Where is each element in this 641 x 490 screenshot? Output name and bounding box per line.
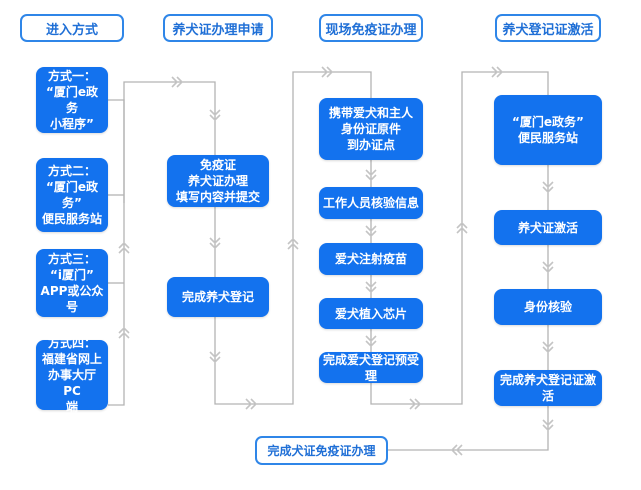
connector-line	[108, 99, 125, 406]
header-license-application: 养犬证办理申请	[163, 14, 273, 42]
connector-line	[388, 406, 549, 451]
header-entry-methods: 进入方式	[20, 14, 124, 42]
onsite-vaccination[interactable]: 爱犬注射疫苗	[319, 243, 423, 275]
activate-identity-check[interactable]: 身份核验	[494, 289, 602, 325]
onsite-bring-dog-and-id[interactable]: 携带爱犬和主人 身份证原件 到办证点	[319, 98, 423, 160]
activate-license[interactable]: 养犬证激活	[494, 210, 602, 245]
chevron-down-icon	[365, 225, 377, 238]
onsite-staff-verify[interactable]: 工作人员核验信息	[319, 187, 423, 219]
chevron-down-icon	[542, 261, 554, 274]
chevron-down-icon	[365, 335, 377, 348]
chevron-down-icon	[209, 237, 221, 250]
final-completion: 完成犬证免疫证办理	[255, 436, 388, 465]
onsite-preregistration[interactable]: 完成爱犬登记预受理	[319, 352, 423, 383]
chevron-up-icon	[118, 241, 130, 254]
connector-line	[123, 81, 216, 203]
chevron-down-icon	[209, 109, 221, 122]
connector-line	[370, 71, 549, 405]
activate-service-station[interactable]: “厦门e政务” 便民服务站	[494, 95, 602, 165]
chevron-up-icon	[287, 237, 299, 250]
chevron-down-icon	[542, 181, 554, 194]
chevron-right-icon	[171, 76, 184, 88]
method-pc-portal[interactable]: 方式四： 福建省网上 办事大厅PC 端	[36, 336, 108, 414]
chevron-right-icon	[409, 398, 422, 410]
chevron-right-icon	[245, 398, 258, 410]
chevron-up-icon	[118, 326, 130, 339]
apply-fill-form[interactable]: 免疫证 养犬证办理 填写内容并提交	[167, 155, 269, 207]
chevron-right-icon	[491, 66, 504, 78]
method-ixiamen-app[interactable]: 方式三： “i厦门” APP或公众 号	[36, 249, 108, 317]
chevron-left-icon	[450, 444, 463, 456]
chevron-right-icon	[321, 66, 334, 78]
chevron-down-icon	[209, 351, 221, 364]
onsite-microchip[interactable]: 爱犬植入芯片	[319, 298, 423, 329]
chevron-up-icon	[456, 221, 468, 234]
method-service-station[interactable]: 方式二： “厦门e政 务” 便民服务站	[36, 158, 108, 232]
chevron-down-icon	[542, 341, 554, 354]
header-onsite-immunization: 现场免疫证办理	[319, 14, 423, 42]
method-miniprogram[interactable]: 方式一： “厦门e政务 小程序”	[36, 67, 108, 133]
chevron-down-icon	[365, 169, 377, 182]
activate-complete[interactable]: 完成养犬登记证激 活	[494, 370, 602, 406]
chevron-down-icon	[542, 419, 554, 432]
chevron-down-icon	[365, 281, 377, 294]
apply-complete-registration[interactable]: 完成养犬登记	[167, 277, 269, 317]
header-registration-activation: 养犬登记证激活	[495, 14, 601, 42]
